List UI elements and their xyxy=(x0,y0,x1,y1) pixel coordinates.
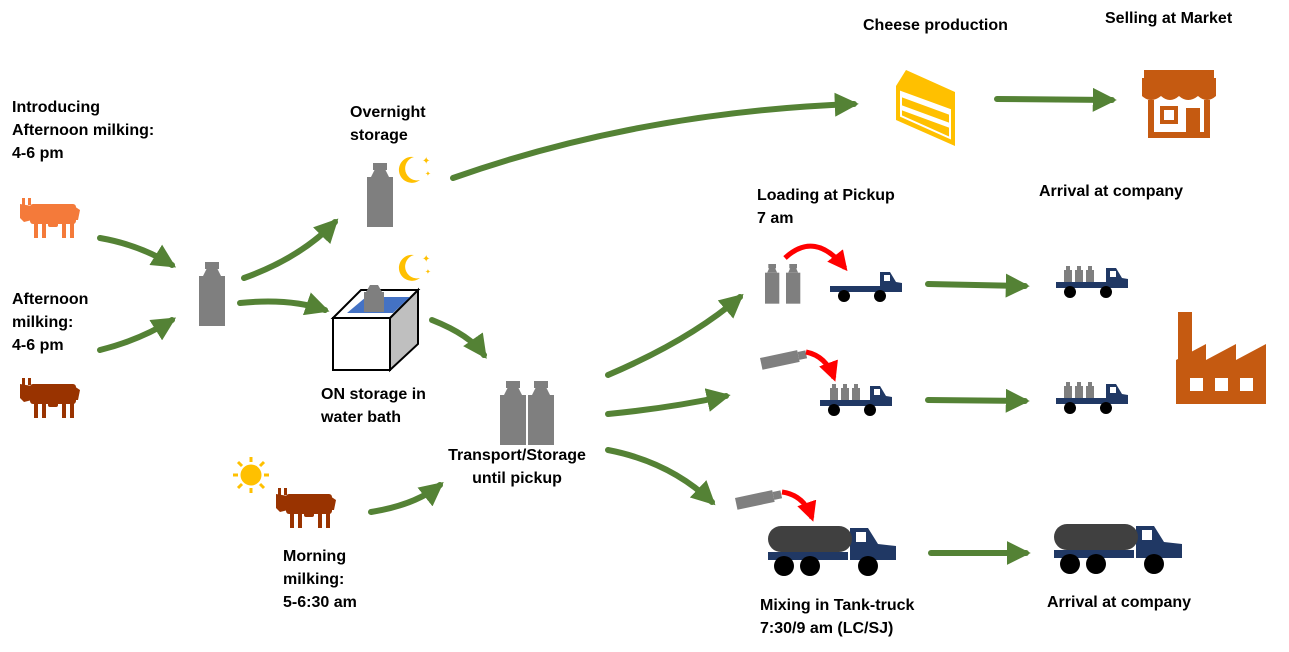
cheese-icon xyxy=(896,70,955,146)
flow-arrow xyxy=(925,273,1030,298)
flow-arrow xyxy=(237,292,330,316)
svg-text:✦: ✦ xyxy=(422,254,430,265)
milk-can-icon xyxy=(786,264,801,304)
milk-can-icon xyxy=(528,381,554,445)
tank-truck-icon xyxy=(1054,524,1182,574)
flow-arrow xyxy=(925,388,1030,413)
label-arrival-at-company: Arrival at company xyxy=(1047,594,1192,611)
label-water-bath-storage: ON storage in water bath xyxy=(321,386,426,426)
svg-text:✦: ✦ xyxy=(425,268,431,276)
factory-icon xyxy=(1176,312,1266,404)
truck-icon xyxy=(820,384,892,416)
svg-text:✦: ✦ xyxy=(425,170,431,178)
truck-icon xyxy=(1056,382,1128,414)
label-cheese-production: Cheese production xyxy=(863,17,1008,34)
truck-icon xyxy=(830,272,902,302)
label-arrival-at-company: Arrival at company xyxy=(1039,183,1184,200)
market-icon xyxy=(1142,70,1216,138)
flow-arrow xyxy=(97,235,177,268)
label-morning-milking: Morning milking: 5-6:30 am xyxy=(283,548,357,611)
flow-arrow xyxy=(994,87,1117,112)
flow-arrow xyxy=(450,92,859,181)
svg-text:✦: ✦ xyxy=(422,156,430,167)
moon-icon: ✦ ✦ xyxy=(398,254,431,281)
transfer-arrow xyxy=(781,489,817,522)
milk-can-icon xyxy=(760,350,808,370)
flow-arrow xyxy=(368,482,444,515)
moon-icon: ✦ ✦ xyxy=(398,156,431,183)
transfer-arrow xyxy=(805,349,838,382)
label-selling-at-market: Selling at Market xyxy=(1105,10,1233,27)
flow-arrow xyxy=(241,218,339,281)
milk-can-icon xyxy=(735,490,783,510)
flow-arrow xyxy=(605,388,731,417)
flow-arrow xyxy=(97,317,177,353)
milk-can-icon xyxy=(199,262,225,326)
sun-icon xyxy=(233,457,269,493)
label-afternoon-milking: Afternoon milking: 4-6 pm xyxy=(12,291,89,354)
milk-can-icon xyxy=(367,163,393,227)
flow-arrow xyxy=(605,447,716,506)
label-introducing-afternoon-milking: Introducing Afternoon milking: 4-6 pm xyxy=(12,99,155,162)
flow-arrow xyxy=(605,293,744,378)
milk-can-icon xyxy=(765,264,780,304)
label-transport-storage: Transport/Storage until pickup xyxy=(448,447,586,487)
flow-arrow xyxy=(429,317,487,359)
water-bath-icon xyxy=(330,285,421,373)
cow-icon xyxy=(20,378,80,418)
tank-truck-icon xyxy=(768,526,896,576)
label-mixing-in-tank-truck: Mixing in Tank-truck 7:30/9 am (LC/SJ) xyxy=(760,597,915,637)
cow-icon xyxy=(20,198,80,238)
transfer-arrow xyxy=(783,243,848,272)
milk-can-icon xyxy=(500,381,526,445)
truck-icon xyxy=(1056,266,1128,298)
label-loading-at-pickup: Loading at Pickup 7 am xyxy=(757,187,895,227)
label-overnight-storage: Overnight storage xyxy=(350,104,426,144)
cow-icon xyxy=(276,488,336,528)
